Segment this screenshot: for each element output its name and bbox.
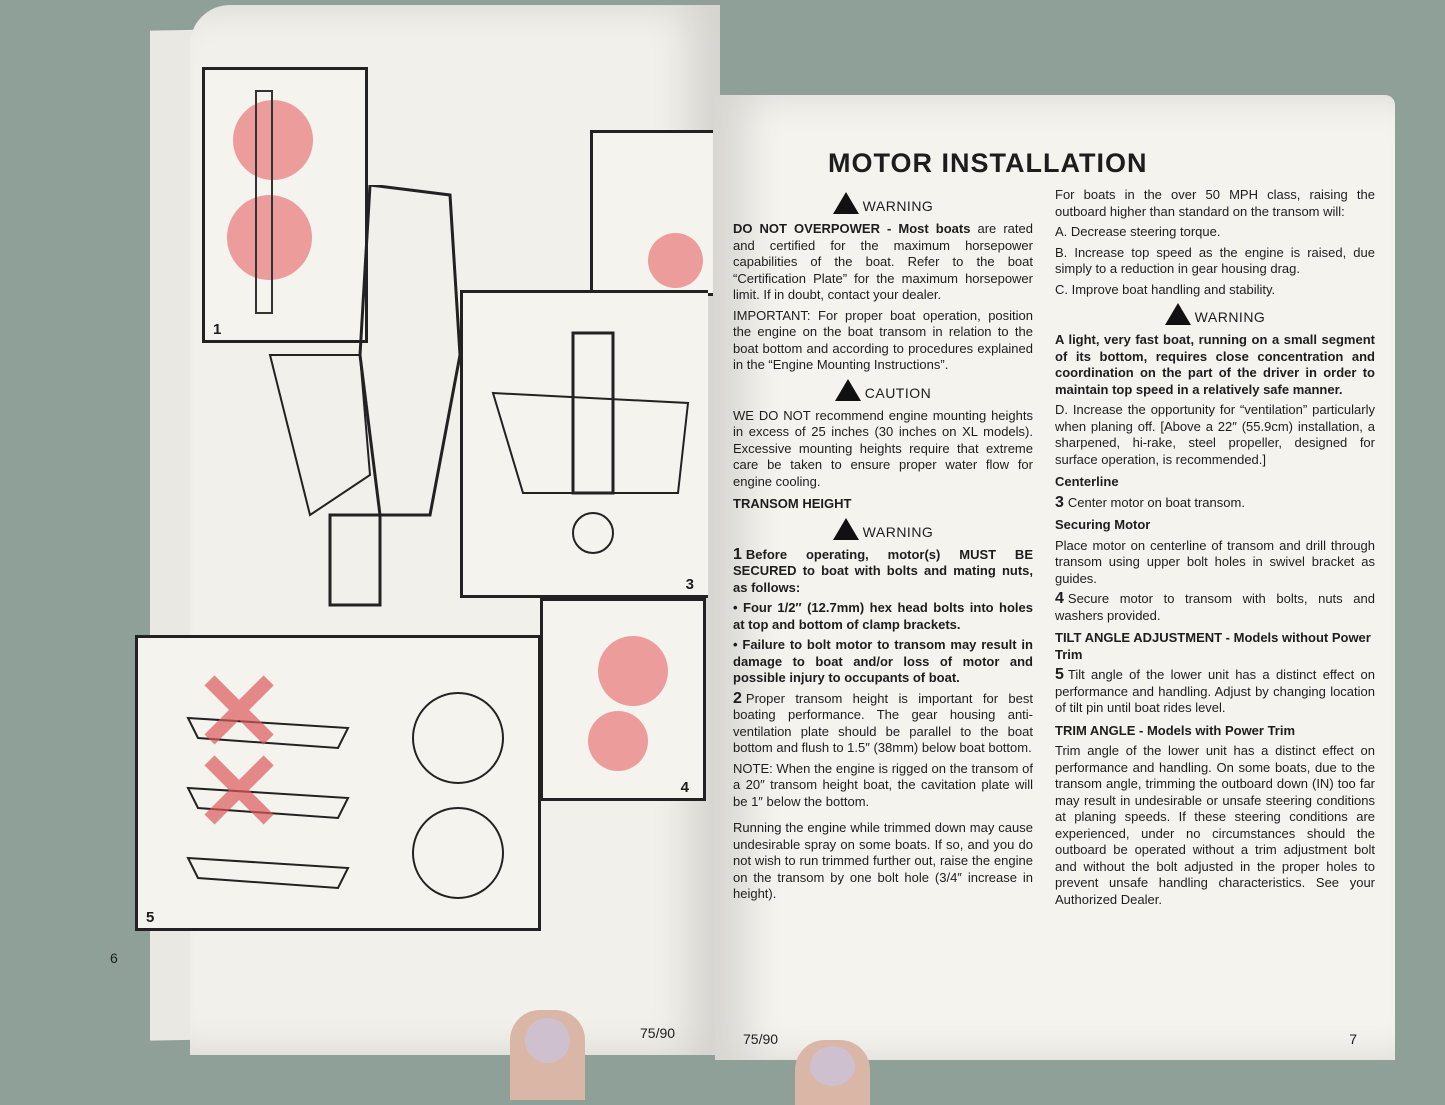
- right-column: For boats in the over 50 MPH class, rais…: [1055, 187, 1375, 907]
- thumbnail: [525, 1018, 570, 1063]
- boat-transom-drawing: [491, 331, 690, 554]
- fingernail: [810, 1046, 855, 1086]
- step-3-text: Center motor on boat transom.: [1067, 494, 1245, 510]
- securing-paragraph: Place motor on centerline of transom and…: [1055, 537, 1375, 586]
- warning-lead: DO NOT OVERPOWER - Most boats: [733, 221, 971, 236]
- page-footer: 75/90: [640, 1025, 676, 1041]
- figure-number: 3: [683, 576, 696, 593]
- warning-heading: WARNING: [1055, 303, 1375, 329]
- bullet-item: Four 1/2″ (12.7mm) hex head bolts into h…: [733, 600, 1033, 632]
- right-page: MOTOR INSTALLATION WARNING DO NOT OVERPO…: [715, 95, 1395, 1060]
- left-page: 1 3 4 ✕ ✕ 5 6 75/90: [110, 5, 720, 1055]
- highlight-circle: [227, 195, 312, 280]
- warning-triangle-icon: [1164, 303, 1191, 325]
- figure-3: 3: [460, 290, 708, 598]
- list-item: A. Decrease steering torque.: [1055, 224, 1221, 239]
- outboard-motor-drawing: [268, 185, 462, 607]
- figure-2: [590, 130, 713, 296]
- section-heading: TRANSOM HEIGHT: [733, 496, 852, 511]
- highlight-circle: [648, 233, 703, 288]
- incorrect-x-mark: ✕: [193, 651, 286, 774]
- section-heading: TILT ANGLE ADJUSTMENT - Models without P…: [1055, 630, 1371, 662]
- step-2-text: Proper transom height is important for b…: [733, 690, 1033, 756]
- text-columns: WARNING DO NOT OVERPOWER - Most boats ar…: [733, 187, 1377, 912]
- boat-trim-drawing: [186, 692, 504, 899]
- figure-number: 5: [144, 909, 157, 926]
- bracket-drawing: [255, 90, 273, 314]
- note-paragraph: NOTE: When the engine is rigged on the t…: [733, 760, 1033, 809]
- figure-number: 4: [678, 779, 691, 796]
- caution-text: WE DO NOT recommend engine mounting heig…: [733, 407, 1033, 489]
- list-item: D. Increase the opportunity for “ventila…: [1055, 402, 1375, 467]
- warning-triangle-icon: [834, 378, 861, 401]
- warning-heading: WARNING: [733, 192, 1033, 218]
- trim-paragraph: Trim angle of the lower unit has a disti…: [1055, 743, 1375, 907]
- incorrect-x-mark: ✕: [193, 731, 286, 854]
- warning-triangle-icon: [832, 192, 859, 214]
- finger: [795, 1040, 870, 1105]
- running-paragraph: Running the engine while trimmed down ma…: [733, 820, 1033, 901]
- page-number: 6: [110, 950, 118, 966]
- highlight-circle: [233, 100, 313, 180]
- step-4-text: Secure motor to transom with bolts, nuts…: [1055, 591, 1375, 623]
- page-number: 7: [1349, 1031, 1357, 1047]
- page-footer-row: 75/90 7: [733, 1020, 1377, 1048]
- page-footer: 75/90: [743, 1031, 779, 1047]
- figure-4: 4: [540, 598, 706, 801]
- highlight-circle: [598, 636, 668, 706]
- page-title: MOTOR INSTALLATION: [828, 148, 1148, 178]
- list-item: B. Increase top speed as the engine is r…: [1055, 244, 1375, 277]
- section-heading: Centerline: [1055, 474, 1119, 489]
- thumb: [510, 1010, 585, 1100]
- section-heading: Securing Motor: [1055, 517, 1151, 532]
- figure-1: 1: [202, 67, 368, 343]
- step-5-text: Tilt angle of the lower unit has a disti…: [1055, 667, 1375, 715]
- warning-triangle-icon: [832, 517, 859, 540]
- warning-heading: WARNING: [733, 517, 1033, 544]
- highlight-circle: [588, 711, 648, 771]
- figure-5: ✕ ✕ 5: [135, 635, 541, 931]
- list-item: C. Improve boat handling and stability.: [1055, 281, 1276, 297]
- warning-text: are rated and certified for the maximum …: [733, 221, 1033, 302]
- important-paragraph: IMPORTANT: For proper boat operation, po…: [733, 307, 1033, 373]
- figure-number: 1: [211, 321, 224, 338]
- bullet-item: Failure to bolt motor to transom may res…: [733, 637, 1033, 685]
- section-heading: TRIM ANGLE - Models with Power Trim: [1055, 722, 1296, 738]
- caution-heading: CAUTION: [733, 378, 1033, 405]
- left-column: WARNING DO NOT OVERPOWER - Most boats ar…: [733, 187, 1033, 907]
- warning-text: A light, very fast boat, running on a sm…: [1055, 332, 1375, 397]
- step-1-text: Before operating, motor(s) MUST BE SECUR…: [733, 546, 1033, 595]
- over-50-paragraph: For boats in the over 50 MPH class, rais…: [1055, 187, 1375, 219]
